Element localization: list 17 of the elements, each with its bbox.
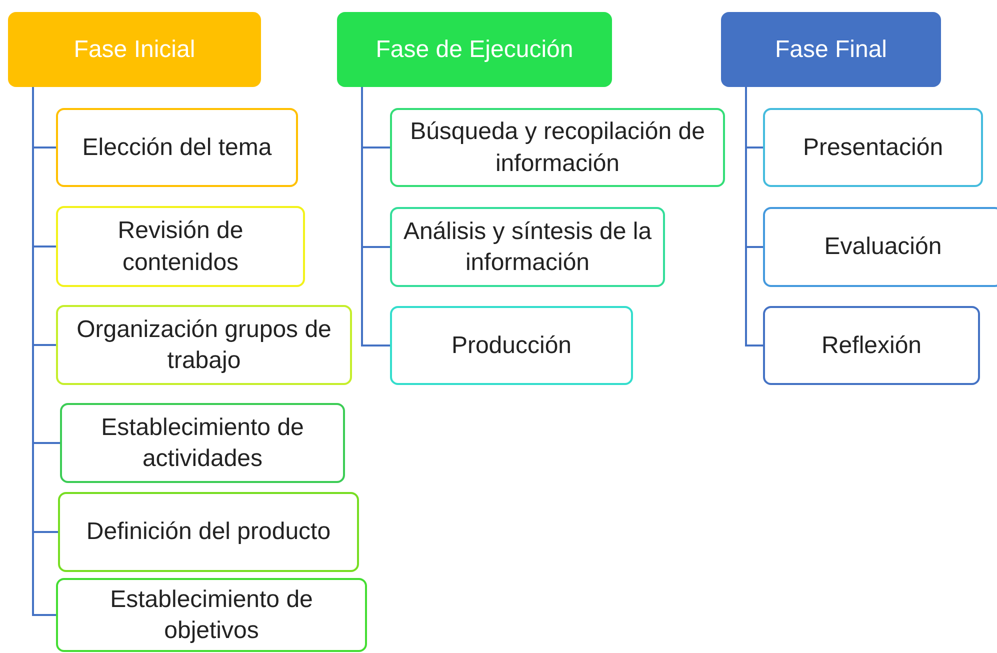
phase-header: Fase de Ejecución: [337, 12, 612, 87]
task-box: Reflexión: [763, 306, 980, 385]
task-box: Evaluación: [763, 207, 997, 287]
task-box: Presentación: [763, 108, 983, 187]
task-box: Organización grupos de trabajo: [56, 305, 352, 385]
task-box: Elección del tema: [56, 108, 298, 187]
connector-line: [745, 87, 763, 346]
task-box: Establecimiento de objetivos: [56, 578, 367, 652]
phase-header: Fase Final: [721, 12, 941, 87]
connector-line: [361, 87, 390, 346]
task-box: Definición del producto: [58, 492, 359, 572]
task-box: Revisión de contenidos: [56, 206, 305, 287]
phase-header: Fase Inicial: [8, 12, 261, 87]
task-box: Análisis y síntesis de la información: [390, 207, 665, 287]
task-box: Producción: [390, 306, 633, 385]
task-box: Búsqueda y recopilación de información: [390, 108, 725, 187]
task-box: Establecimiento de actividades: [60, 403, 345, 483]
